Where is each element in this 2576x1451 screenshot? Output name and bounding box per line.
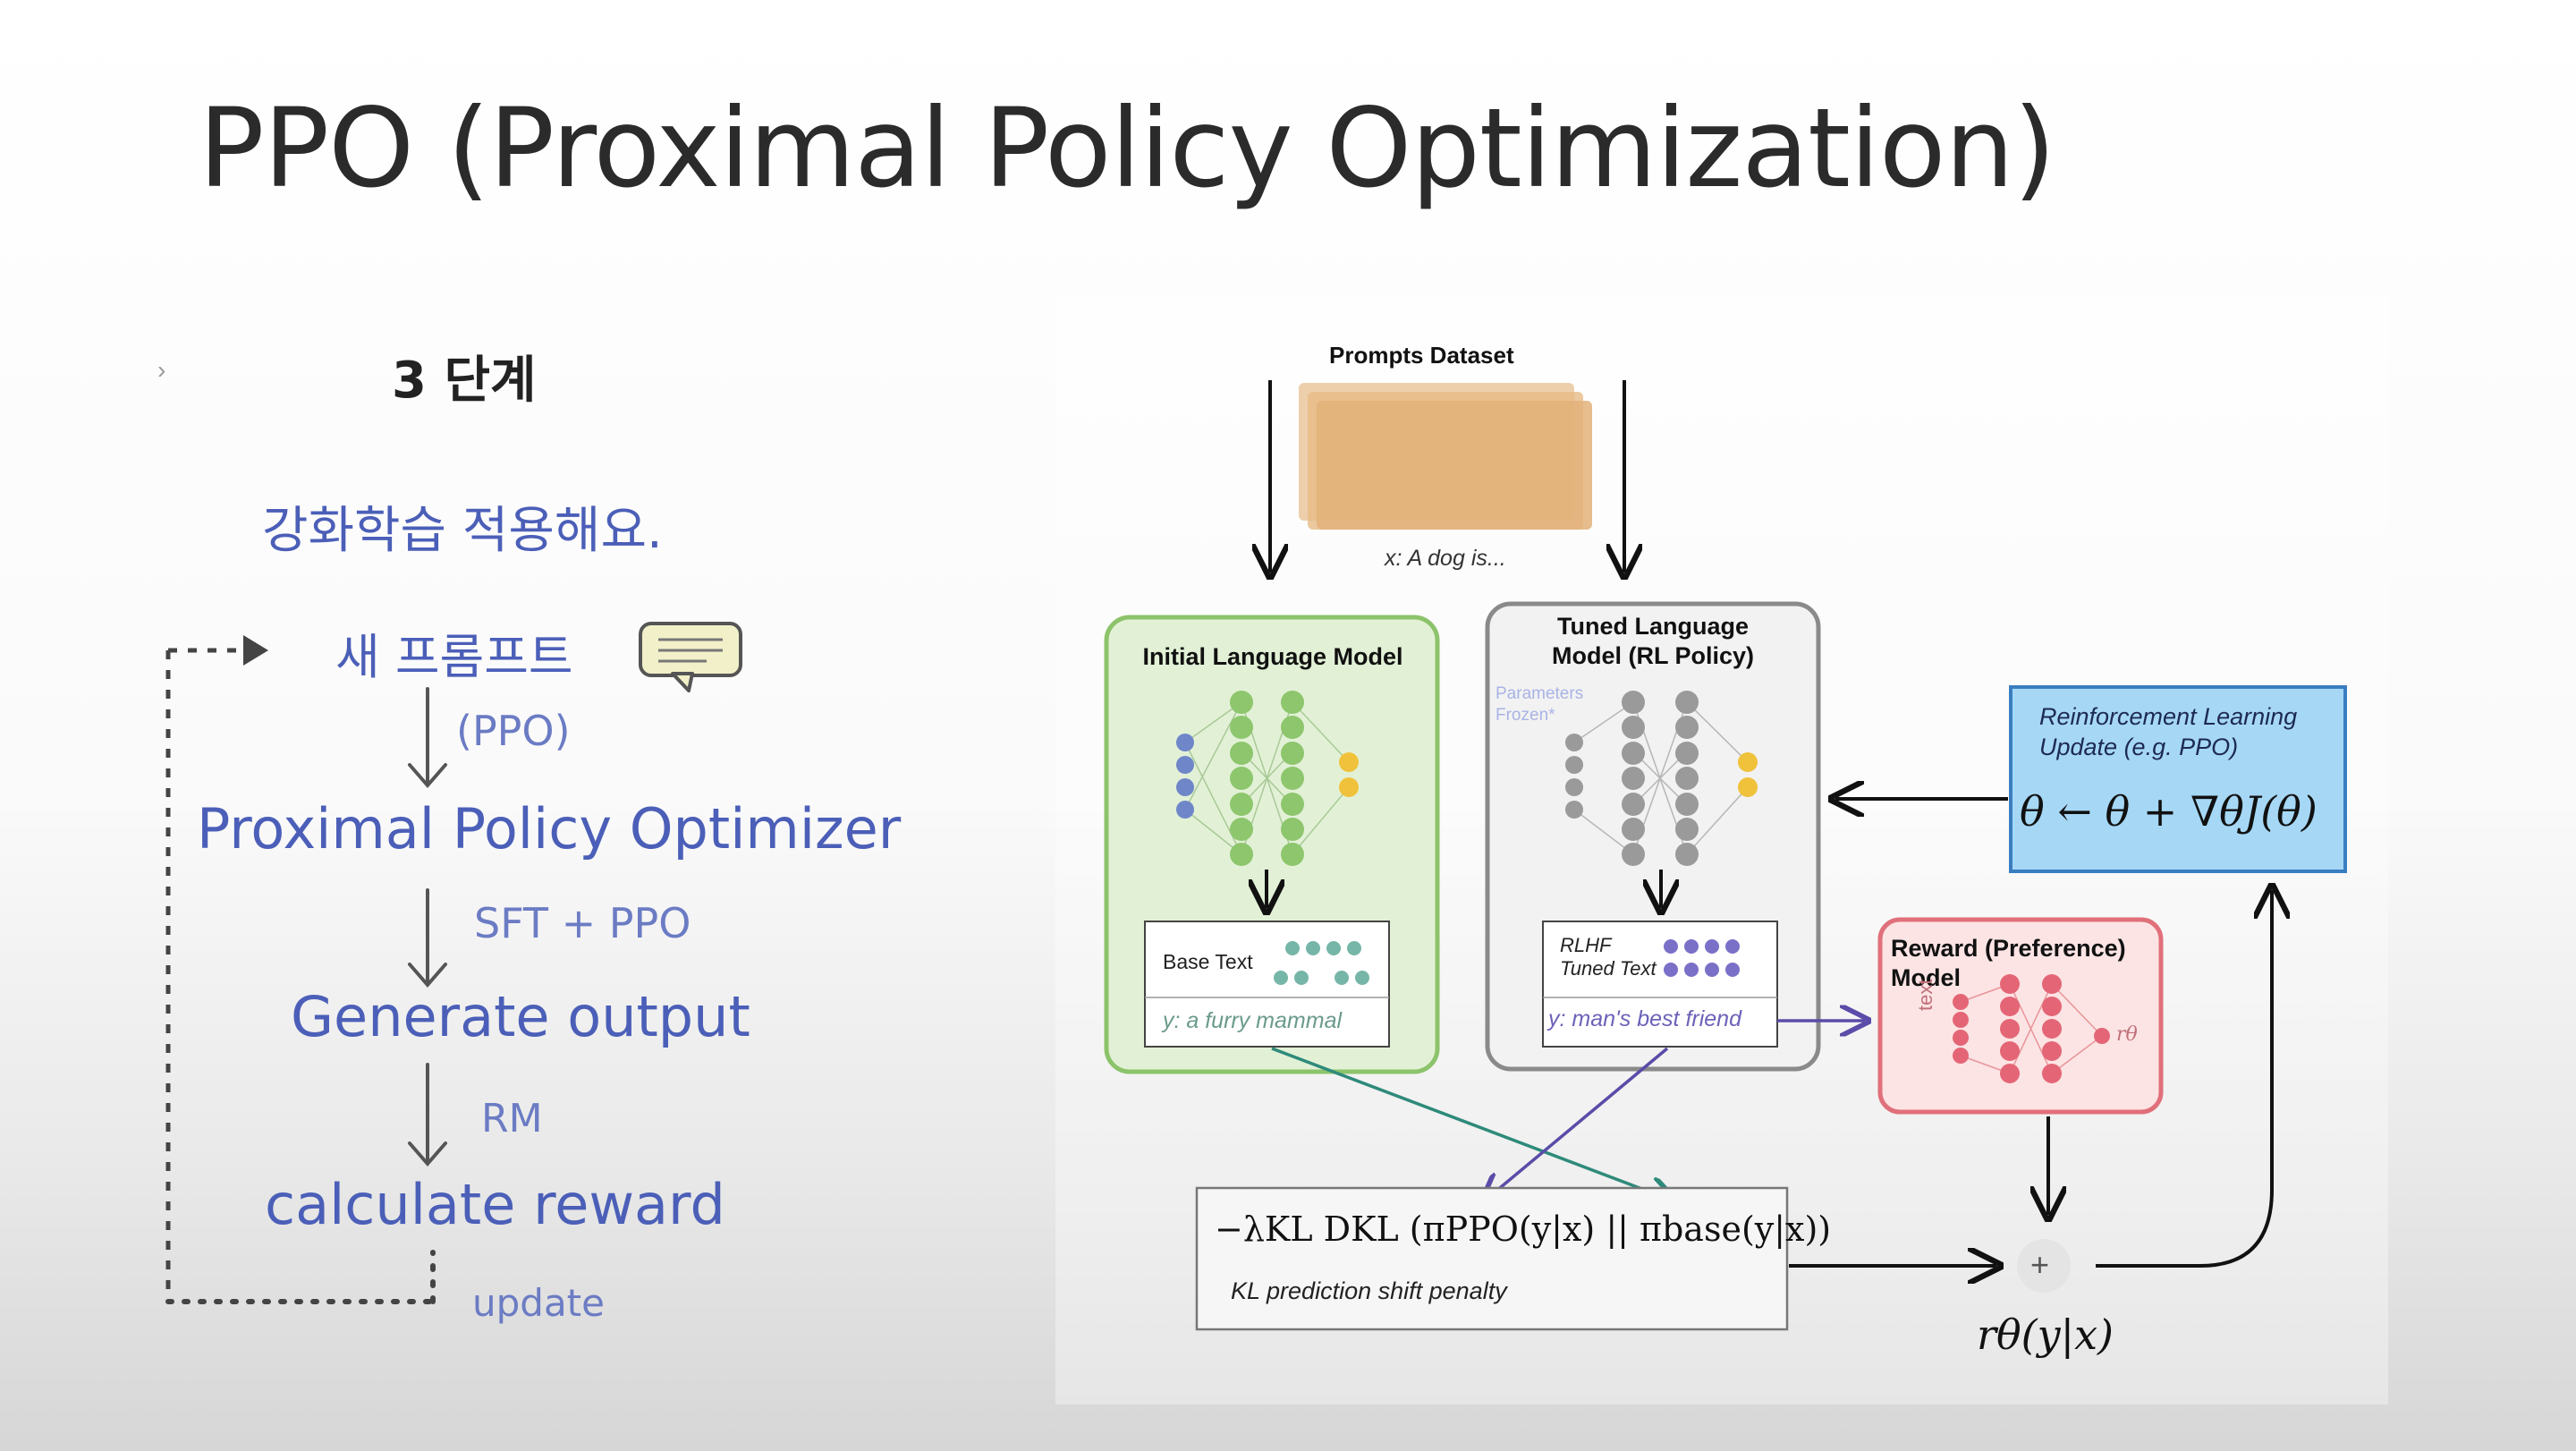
rl-update-formula: θ ← θ + ∇θJ(θ) [2020,787,2318,836]
reward-model-output-label: rθ [2116,1023,2138,1046]
params-frozen-line2: Frozen* [1496,706,1555,725]
tuned-output: y: man's best friend [1548,1006,1741,1031]
reward-network-icon [1953,974,2110,1083]
loop-arrowhead-icon [243,635,268,666]
step-title: 3 단계 [392,352,537,410]
base-output: y: a furry mammal [1163,1008,1343,1033]
base-token-icons [1274,941,1369,985]
prompts-dataset-title: Prompts Dataset [1329,342,1514,369]
initial-lm-title: Initial Language Model [1142,643,1403,670]
flow-arrow-label-ppo: (PPO) [456,707,571,755]
speech-bubble-icon [639,622,742,692]
flow-new-prompt: 새 프롬프트 [335,629,573,685]
rl-update-box [2009,685,2347,873]
params-frozen-line1: Parameters [1496,684,1584,703]
flow-loop-label: update [472,1281,605,1325]
initial-lm-network-icon [1176,691,1359,866]
base-text-label: Base Text [1163,950,1253,973]
tuned-lm-title-line1: Tuned Language [1557,613,1749,640]
plus-icon: + [2030,1246,2050,1283]
flow-generate-output: Generate output [291,984,750,1049]
slide-title: PPO (Proximal Policy Optimization) [199,85,2055,212]
reward-model-input-label: text [1914,979,1936,1011]
kl-caption: KL prediction shift penalty [1231,1277,1507,1304]
rlhf-label-line2: Tuned Text [1560,957,1657,980]
tuned-lm-title-line2: Model (RL Policy) [1551,642,1755,669]
kl-penalty-box [1195,1186,1789,1331]
reward-formula: rθ(y|x) [1977,1311,2114,1359]
bullet-chevron-icon: › [157,356,166,384]
reward-model-title: Reward (Preference) Model [1891,934,2126,993]
rlhf-label-line1: RLHF [1560,934,1612,956]
tuned-token-icons [1664,939,1740,977]
tuned-lm-title: Tuned Language Model (RL Policy) [1490,612,1816,671]
rl-update-line1: Reinforcement Learning [2039,703,2298,730]
tuned-lm-network-icon [1565,691,1758,866]
params-frozen-note: Parameters Frozen* [1496,683,1583,726]
base-text-box [1144,921,1390,1048]
rl-update-line2: Update (e.g. PPO) [2039,734,2239,760]
prompt-example: x: A dog is... [1385,546,1506,571]
flow-intro: 강화학습 적용해요. [262,502,663,560]
prompts-dataset-icon [1299,383,1592,530]
flow-arrow-label-rm: RM [481,1096,543,1141]
reward-model-line1: Reward (Preference) [1891,935,2126,962]
reward-model-box [1877,917,2164,1115]
reward-model-line2: Model [1891,964,1961,991]
flow-calculate-reward: calculate reward [265,1172,725,1237]
sum-node [2017,1239,2071,1293]
rlhf-tuned-label: RLHF Tuned Text [1560,934,1657,980]
kl-formula: −λKL DKL (πPPO(y|x) || πbase(y|x)) [1215,1209,1832,1249]
rl-update-title: Reinforcement Learning Update (e.g. PPO) [2039,701,2297,762]
update-loop-line [165,648,436,1304]
flow-arrow-label-sft-ppo: SFT + PPO [474,899,691,947]
flow-optimizer: Proximal Policy Optimizer [197,796,902,861]
